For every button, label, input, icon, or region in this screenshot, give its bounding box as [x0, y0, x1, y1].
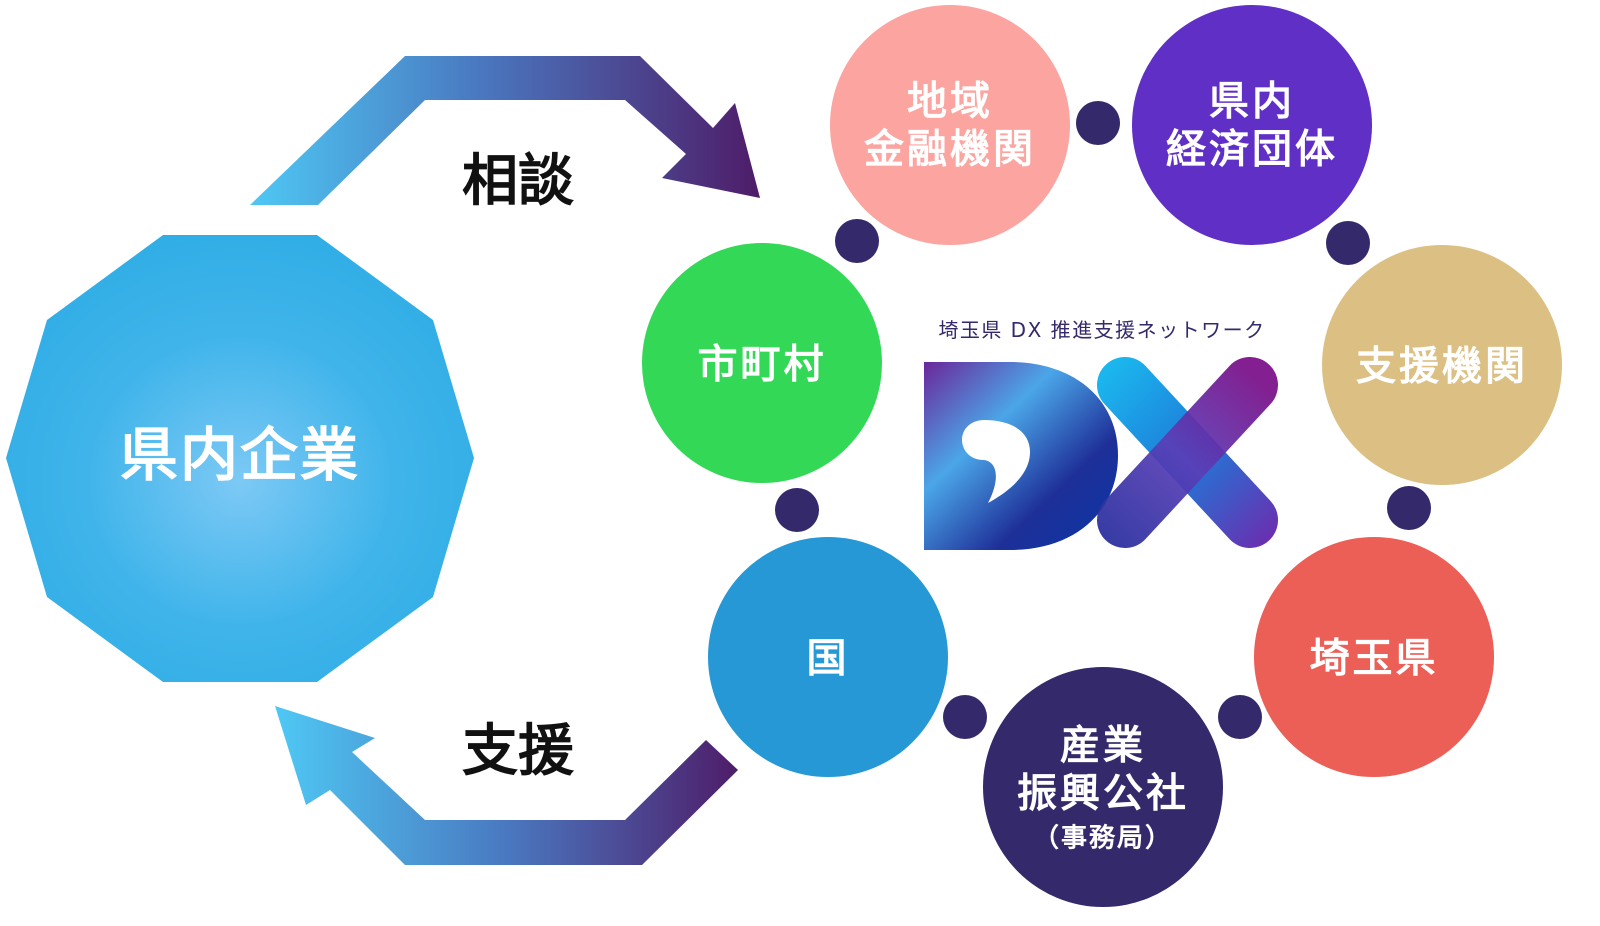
node-circle [642, 243, 882, 483]
node-municipal: 市町村 [642, 243, 882, 483]
support-arrow [275, 706, 738, 865]
node-circle [1322, 245, 1562, 485]
node-label: 金融機関 [863, 126, 1036, 172]
consult-label: 相談 [462, 149, 574, 214]
connector-dot [775, 488, 819, 532]
connector-dot [1076, 101, 1120, 145]
node-saitama: 埼玉県 [1254, 537, 1494, 777]
node-label: 市町村 [698, 341, 827, 387]
node-label: 産業 [1060, 722, 1146, 768]
support-label: 支援 [462, 719, 575, 784]
node-label: 県内 [1209, 78, 1295, 124]
node-label: 振興公社 [1017, 770, 1189, 816]
connector-dots [775, 101, 1431, 739]
node-label: 埼玉県 [1310, 635, 1439, 681]
connector-dot [943, 695, 987, 739]
node-circle [830, 5, 1070, 245]
node-label: 地域 [907, 78, 993, 124]
node-label: 国 [807, 635, 850, 681]
dx-logo-mark [924, 357, 1278, 550]
enterprise-octagon: 県内企業 [6, 235, 474, 682]
dx-logo: 埼玉県 DX 推進支援ネットワーク [924, 318, 1278, 550]
connector-dot [835, 219, 879, 263]
consult-arrow [250, 56, 760, 205]
connector-dot [1326, 221, 1370, 265]
enterprise-label: 県内企業 [120, 421, 360, 489]
node-label: 支援機関 [1356, 343, 1528, 389]
connector-dot [1218, 695, 1262, 739]
node-sublabel: （事務局） [1033, 823, 1173, 853]
node-circle [1132, 5, 1372, 245]
connector-dot [1387, 486, 1431, 530]
node-support-org: 支援機関 [1322, 245, 1562, 485]
network-caption: 埼玉県 DX 推進支援ネットワーク [938, 318, 1265, 342]
node-label: 経済団体 [1166, 126, 1338, 172]
node-circle [983, 667, 1223, 907]
node-national: 国 [708, 537, 948, 777]
node-circle [1254, 537, 1494, 777]
node-circle [708, 537, 948, 777]
